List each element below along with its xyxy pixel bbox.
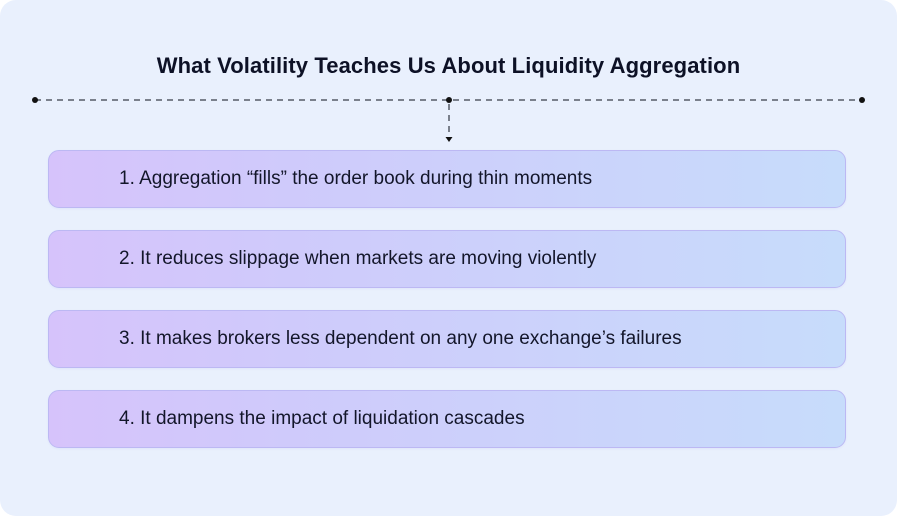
list-item-1: 1. Aggregation “fills” the order book du… — [48, 150, 846, 208]
list-item-label: 1. Aggregation “fills” the order book du… — [119, 168, 593, 189]
list-item-label: 4. It dampens the impact of liquidation … — [119, 408, 525, 429]
right-endpoint-dot — [859, 97, 865, 103]
left-endpoint-dot — [32, 97, 38, 103]
center-junction-dot — [446, 97, 452, 103]
connector-lines — [32, 97, 865, 142]
list-item-label: 3. It makes brokers less dependent on an… — [119, 328, 682, 349]
list-item-3: 3. It makes brokers less dependent on an… — [48, 310, 846, 368]
list-item-2: 2. It reduces slippage when markets are … — [48, 230, 846, 288]
list-item-4: 4. It dampens the impact of liquidation … — [48, 390, 846, 448]
arrow-down-icon — [445, 137, 453, 142]
list-item-label: 2. It reduces slippage when markets are … — [119, 248, 597, 269]
diagram-title: What Volatility Teaches Us About Liquidi… — [156, 53, 741, 78]
